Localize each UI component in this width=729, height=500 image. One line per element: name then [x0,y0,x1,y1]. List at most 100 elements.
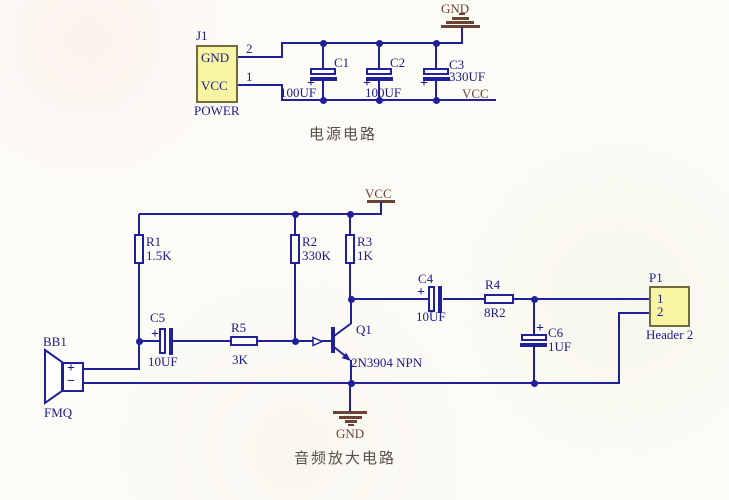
capacitor-c5-plate-pos [159,328,166,354]
wire-segment [380,202,382,214]
wire-segment [435,42,437,69]
capacitor-c5-plate-neg [169,328,173,355]
resistor-r4-body [484,294,514,304]
resistor-r3-body [345,234,355,264]
resistor-r5-value: 3K [232,352,248,367]
resistor-r5-ref: R5 [231,320,247,335]
gnd-symbol-bar [348,424,354,426]
junction-dot [433,97,440,104]
wire-segment [618,312,620,383]
junction-dot [347,211,354,218]
connector-j1-pin2-number: 2 [246,41,253,56]
capacitor-c5-ref: C5 [150,310,166,325]
capacitor-c3-plate-neg [423,77,450,81]
capacitor-c2-plate-pos [366,68,392,75]
capacitor-c5-polarity: + [151,327,159,342]
wire-segment [443,298,484,300]
capacitor-c3-plate-pos [423,68,449,75]
speaker-bb1-ref: BB1 [43,334,67,349]
capacitor-c6-value: 1UF [548,339,572,354]
speaker-cone [44,348,63,405]
wire-segment [322,42,324,69]
resistor-r1-value: 1.5K [146,248,172,263]
capacitor-c2-plate-neg [366,77,393,81]
wire-segment [281,42,463,44]
q1-collector-line [333,322,352,337]
wire-segment [281,99,496,101]
vcc-net-label-amp: VCC [365,186,392,201]
capacitor-c2-value: 100UF [365,85,402,100]
gnd-net-label-amp: GND [336,426,365,441]
wire-segment [514,298,649,300]
capacitor-c3-value: 330UF [449,69,486,84]
wire-segment [83,368,140,370]
wire-segment [322,81,324,101]
connector-j1-pin1-number: 1 [246,69,253,84]
wire-segment [140,340,160,342]
resistor-r2-body [290,234,300,264]
speaker-bb1-plus: + [67,361,75,376]
wire-segment [138,264,140,341]
vcc-symbol-bar [367,200,395,203]
wire-segment [173,340,230,342]
capacitor-c6-polarity: + [536,321,544,336]
connector-p1-ref: P1 [649,270,663,285]
capacitor-c3-polarity: + [420,76,428,91]
wire-segment [350,299,352,324]
capacitor-c2-polarity: + [363,76,371,91]
wire-segment [294,264,296,341]
connector-j1-name: POWER [194,103,240,118]
wire-segment [138,341,140,370]
gnd-net-label-top: GND [441,1,470,16]
resistor-r1-ref: R1 [146,234,162,249]
connector-p1-value: Header 2 [646,327,694,342]
capacitor-c5-value: 10UF [148,354,178,369]
junction-dot [320,40,327,47]
wire-segment [350,298,429,300]
resistor-r1-body [134,234,144,264]
gnd-symbol-bar [459,13,465,15]
capacitor-c4-polarity: + [417,285,425,300]
connector-p1-pin2-number: 2 [657,304,664,319]
capacitor-c4-value: 10UF [416,309,446,324]
wire-segment [139,213,382,215]
connector-p1-pin1-number: 1 [657,291,664,306]
resistor-r4-ref: R4 [485,277,501,292]
vcc-net-label-top: VCC [462,86,489,101]
junction-dot [292,211,299,218]
transistor-q1-value: 2N3904 NPN [351,355,423,370]
gnd-symbol-bar [345,420,357,423]
resistor-r4-value: 8R2 [484,305,506,320]
capacitor-c1-plate-pos [310,68,336,75]
capacitor-c1-polarity: + [307,76,315,91]
junction-dot [320,97,327,104]
wire-segment [349,264,351,299]
wire-segment [138,214,140,234]
wire-segment [238,56,281,58]
junction-dot [376,40,383,47]
resistor-r3-ref: R3 [357,234,373,249]
gnd-symbol-bar [441,25,480,28]
capacitor-c4-ref: C4 [418,271,434,286]
gnd-symbol-bar [339,416,362,419]
connector-j1-pin-gnd-label: GND [201,50,230,65]
wire-segment [378,81,380,101]
transistor-q1-ref: Q1 [356,322,372,337]
capacitor-c1-plate-neg [310,77,337,81]
capacitor-c3-ref: C3 [449,57,465,72]
connector-j1-ref: J1 [196,28,208,43]
wire-segment [349,382,351,411]
wire-segment [618,312,649,314]
capacitor-c4-plate-pos [428,286,435,312]
capacitor-c2-ref: C2 [390,55,406,70]
wire-segment [435,81,437,101]
resistor-r3-value: 1K [357,248,373,263]
junction-dot [376,97,383,104]
wire-segment [281,42,283,58]
gnd-symbol-bar [333,411,367,414]
speaker-bb1-value: FMQ [44,405,73,420]
connector-p1-body [649,286,690,327]
capacitor-c6-plate-pos [521,334,547,341]
gnd-symbol-bar [452,17,469,20]
wire-segment [461,27,463,43]
